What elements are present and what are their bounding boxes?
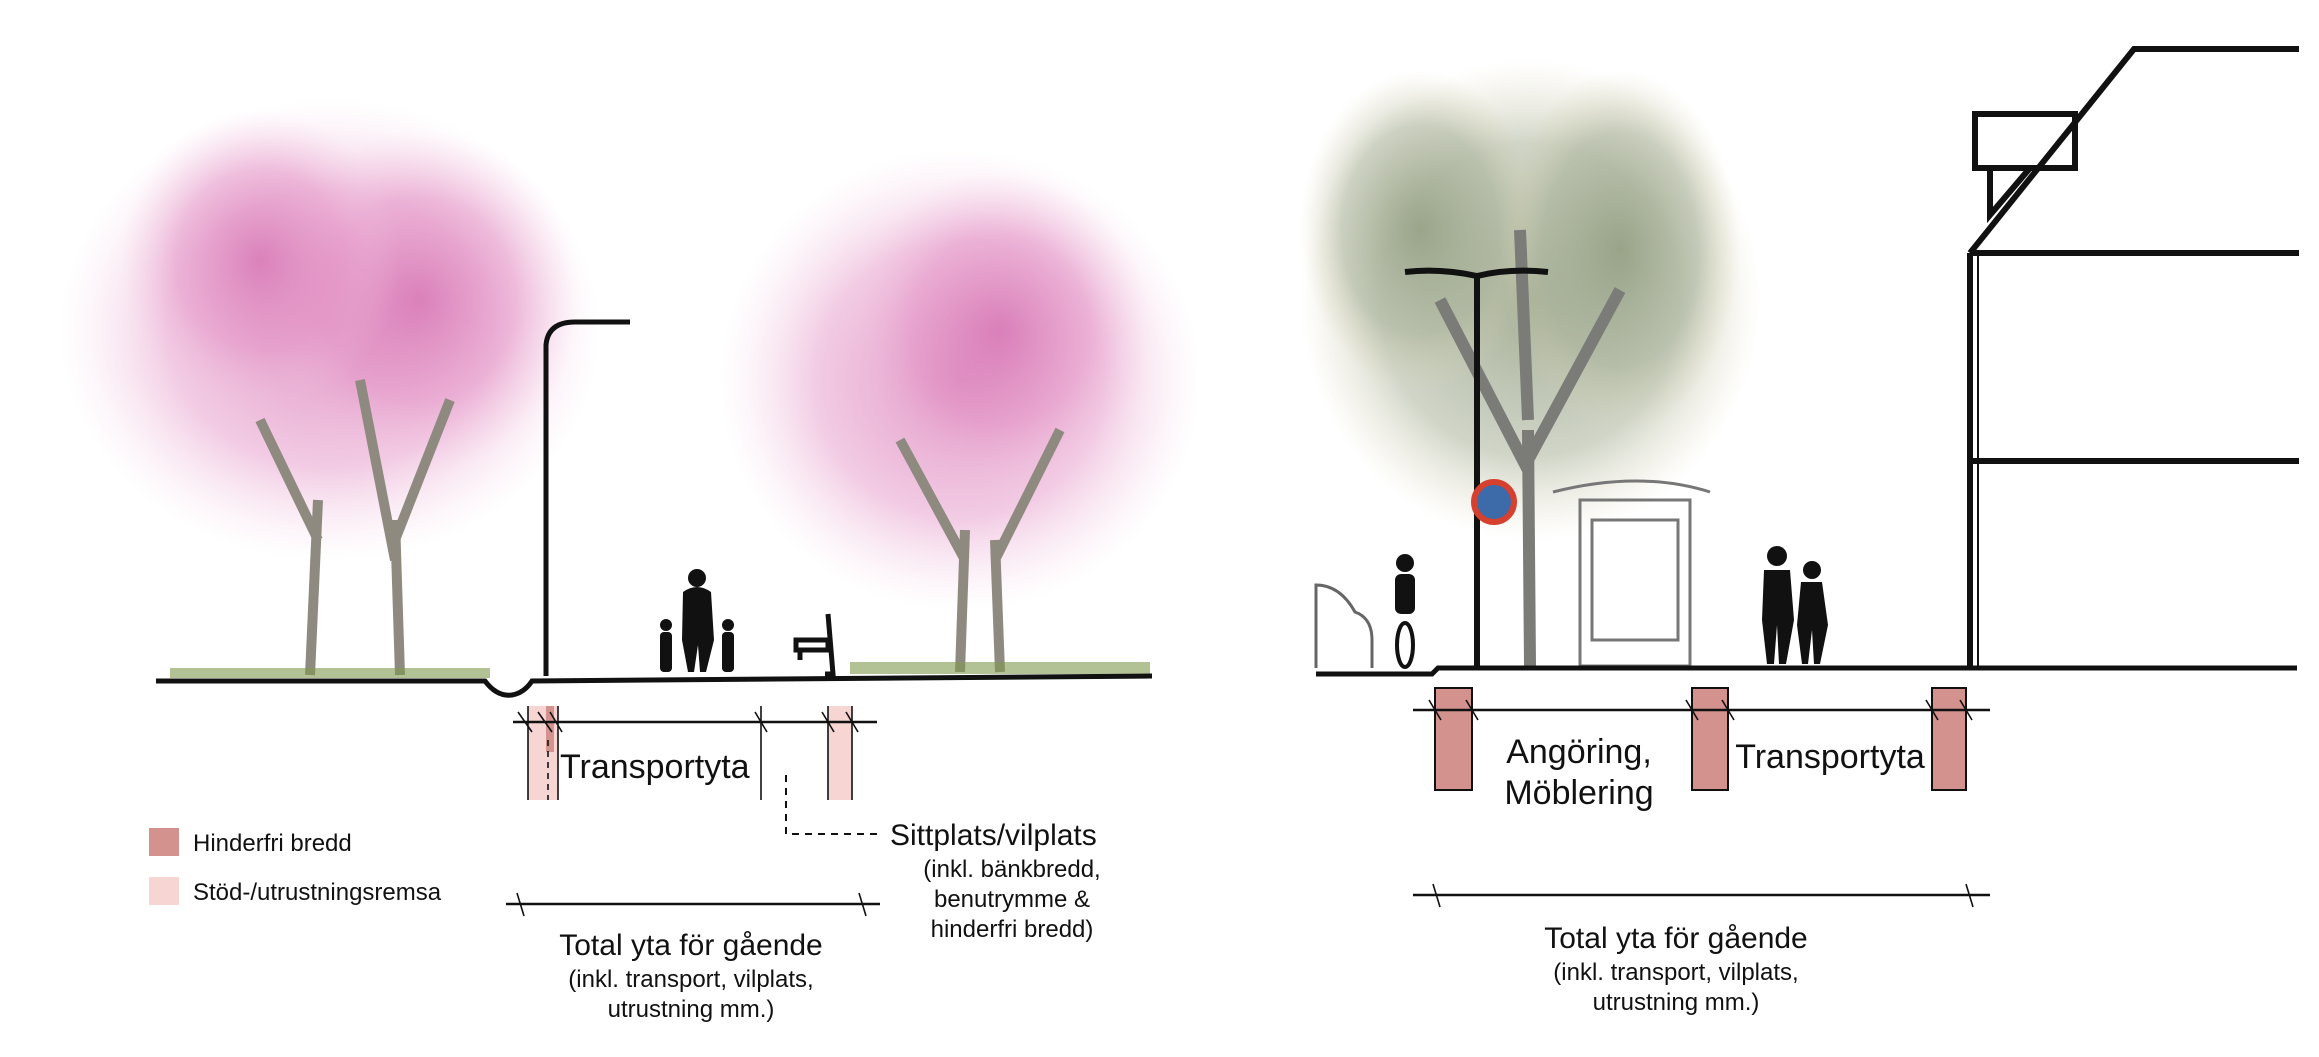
legend-label: Hinderfri bredd <box>193 830 352 857</box>
cherry-tree-left <box>60 100 600 676</box>
total-note-line: (inkl. transport, vilplats, <box>568 966 813 993</box>
legend-label: Stöd-/utrustningsremsa <box>193 879 442 906</box>
street-lamp-right <box>1404 267 1549 668</box>
pedestrians-family <box>660 569 734 672</box>
hinderfri-strip <box>1691 687 1729 791</box>
right-dimensions: Angöring, Möblering Transportyta Total y… <box>1413 687 1990 1016</box>
right-street-scene <box>1300 46 2299 677</box>
street-lamp-left <box>543 319 630 676</box>
building-facade <box>1967 46 2299 668</box>
seating-label: Sittplats/vilplats <box>890 819 1097 852</box>
total-note-line: utrustning mm.) <box>1593 989 1760 1016</box>
parked-car <box>1314 583 1374 668</box>
legend-swatch-stod <box>149 877 179 905</box>
hinderfri-strip <box>1434 687 1473 791</box>
total-label: Total yta för gående <box>1544 922 1808 955</box>
cherry-tree-right <box>720 150 1200 673</box>
seating-note-line: (inkl. bänkbredd, <box>923 856 1100 883</box>
total-note-line: utrustning mm.) <box>608 996 775 1023</box>
bench-icon <box>793 613 836 677</box>
total-label: Total yta för gående <box>559 929 823 962</box>
seating-note-line: hinderfri bredd) <box>931 916 1094 943</box>
total-note-line: (inkl. transport, vilplats, <box>1553 959 1798 986</box>
hinderfri-strip <box>1931 687 1967 791</box>
seating-note-line: benutrymme & <box>934 886 1090 913</box>
transport-label: Transportyta <box>1735 738 1925 776</box>
legend-swatch-hinderfri <box>149 828 179 856</box>
transport-label: Transportyta <box>560 748 750 786</box>
ground-line-right <box>1316 665 2297 677</box>
furnishing-label-line: Angöring, <box>1506 733 1652 771</box>
ground-line-left <box>156 673 1153 698</box>
seating-leader-line <box>785 775 880 835</box>
walking-couple <box>1762 546 1828 664</box>
grass <box>170 662 1150 678</box>
furnishing-label-line: Möblering <box>1504 774 1653 812</box>
left-dimensions: Transportyta Sittplats/vilplats (inkl. b… <box>506 706 1101 1023</box>
legend: Hinderfri bredd Stöd-/utrustningsremsa <box>149 828 442 906</box>
left-street-scene <box>60 100 1200 698</box>
cyclist <box>1395 554 1415 669</box>
no-parking-sign-icon <box>1471 479 1517 525</box>
stod-strip <box>828 706 852 800</box>
